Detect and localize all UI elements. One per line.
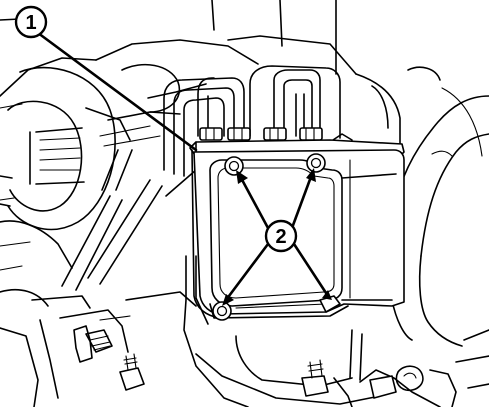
stud-icon: [369, 375, 397, 399]
stud-icon: [119, 353, 145, 391]
callout-1: 1: [14, 5, 48, 39]
stud-icon: [301, 359, 329, 397]
mounting-bolt-icon: [212, 301, 232, 321]
callout-2-label: 2: [275, 226, 286, 248]
mounting-bolt-icon: [224, 156, 244, 176]
foreground-hardware: [73, 325, 397, 399]
brake-lines: [163, 65, 341, 177]
mounting-bolts: [212, 153, 341, 321]
mounting-bolt-icon: [306, 153, 326, 173]
callout-1-label: 1: [25, 12, 36, 34]
hex-bolt-icon: [73, 325, 113, 363]
callout-2: 2: [264, 219, 298, 253]
callout-leaders: [32, 28, 332, 306]
abs-module: [189, 139, 405, 319]
tube-fittings: [199, 127, 353, 143]
brake-booster-icon: [0, 66, 116, 231]
